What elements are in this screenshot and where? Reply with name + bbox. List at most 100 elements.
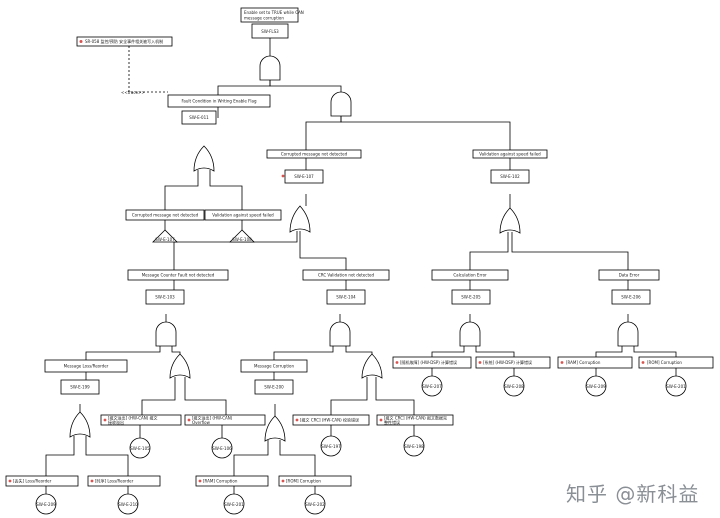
l3-left-b-box[interactable] [204, 209, 282, 221]
fault-condition-id-box [181, 110, 217, 125]
fault-condition-box[interactable] [167, 94, 271, 108]
right-validation-id-box [490, 169, 530, 184]
msg-loss-id-box [60, 379, 100, 395]
top-event-id-box [251, 23, 289, 39]
calc-basic-2-id: SW-E-208 [504, 384, 524, 389]
calc-basic-2-label: [系统] (HW-DSP) 计算错误 [483, 359, 532, 365]
or-gate-icon[interactable] [169, 353, 191, 379]
loss-basic-2-label: [时序] Loss/Reorder [95, 478, 134, 484]
l3-left-a-box[interactable] [125, 209, 205, 221]
msg-corruption-label: Message Corruption [254, 364, 294, 369]
calc-basic-1-box[interactable] [392, 356, 472, 369]
msg-corruption-id-box [254, 379, 294, 395]
overflow-2-label: [报文溢出] (HW-CAN) [192, 415, 233, 421]
or-gate-icon[interactable] [69, 411, 91, 438]
basic-event-circle[interactable] [320, 435, 342, 457]
top-event-box[interactable] [240, 7, 299, 23]
loss-basic-2-box[interactable] [87, 475, 161, 487]
data-basic-1-id: SW-E-209 [586, 384, 606, 389]
basic-event-circle[interactable] [35, 493, 57, 515]
right-validation-box[interactable] [472, 149, 548, 159]
l3-left-b-id: SW-E-108 [232, 237, 252, 242]
overflow-2-box[interactable] [184, 414, 266, 426]
crc-basic-1-id: SW-E-197 [321, 444, 341, 449]
mc-fault-label: Message Counter Fault not detected [142, 273, 215, 278]
l3-left-a-id: SW-E-107 [155, 237, 175, 242]
crc-basic-2-box[interactable] [376, 414, 454, 426]
msg-loss-id: SW-E-199 [70, 385, 90, 390]
and-gate-icon[interactable] [459, 321, 481, 347]
marker-dot-icon [8, 479, 12, 483]
crc-basic-1-box[interactable] [292, 414, 370, 426]
and-gate-icon[interactable] [329, 321, 351, 347]
basic-event-circle[interactable] [129, 437, 151, 459]
basic-event-circle[interactable] [403, 435, 425, 457]
basic-event-circle[interactable] [665, 375, 687, 397]
msg-loss-box[interactable] [44, 359, 128, 373]
crc-validation-id-box [326, 289, 366, 305]
marker-dot-icon [379, 418, 383, 422]
or-gate-icon[interactable] [193, 145, 215, 172]
mc-basic-2-id: SW-E-202 [305, 502, 325, 507]
overflow-1-box[interactable] [100, 414, 182, 426]
connector-lines [45, 38, 677, 494]
crc-validation-box[interactable] [302, 269, 390, 281]
basic-event-circle[interactable] [585, 375, 607, 397]
marker-dot-icon [395, 361, 399, 364]
basic-event-circle[interactable] [421, 375, 443, 397]
and-gate-icon[interactable] [617, 321, 639, 347]
overflow-1-id: SW-E-105 [130, 446, 150, 451]
overflow-2-label2: Overflow [192, 420, 211, 425]
calc-error-label: Calculation Error [453, 273, 487, 278]
crc-basic-2-id: SW-E-198 [404, 444, 424, 449]
marker-dot-icon [478, 361, 482, 364]
marker-dot-icon [560, 361, 564, 364]
loss-basic-1-id: SW-E-209 [36, 502, 56, 507]
top-event-id: SW-FLS3 [261, 29, 279, 34]
mc-basic-2-box[interactable] [278, 475, 352, 487]
msg-corruption-box[interactable] [240, 359, 308, 373]
msg-corruption-id: SW-E-200 [264, 385, 284, 390]
and-gate-icon[interactable] [259, 55, 281, 81]
msg-loss-label: Message Loss/Reorder [64, 364, 109, 369]
mid-corrupted-box[interactable] [266, 149, 362, 159]
data-error-label: Data Error [619, 273, 640, 278]
data-basic-2-box[interactable] [638, 356, 714, 369]
marker-dot-icon [187, 418, 191, 422]
overflow-2-id: SW-E-106 [212, 446, 232, 451]
basic-event-circle[interactable] [211, 437, 233, 459]
mc-basic-2-label: [ROM] Corruption [286, 479, 321, 484]
crc-basic-2-label: [报文 CRC] (HW-CAN) 报文数据完 [384, 415, 447, 421]
overflow-1-label2: 接收溢出 [108, 419, 124, 425]
marker-dot-icon [103, 418, 107, 422]
or-gate-icon[interactable] [499, 207, 521, 234]
or-gate-icon[interactable] [289, 205, 311, 233]
data-basic-2-id: SW-E-201 [666, 384, 686, 389]
labels: Enable set to TRUE while CAN message cor… [13, 10, 686, 507]
annotation-box[interactable] [76, 36, 173, 47]
data-basic-1-box[interactable] [557, 356, 633, 369]
basic-event-circle[interactable] [223, 493, 245, 515]
crc-validation-id: SW-E-104 [336, 295, 356, 300]
or-gate-icon[interactable] [361, 353, 383, 379]
crc-basic-2-label2: 整性错误 [384, 419, 400, 425]
transfer-triangle-icon[interactable] [229, 229, 255, 243]
and-gate-icon[interactable] [330, 91, 352, 117]
transfer-triangle-icon[interactable] [152, 229, 178, 243]
calc-basic-2-box[interactable] [475, 356, 551, 369]
mid-corrupted-label: Corrupted message not detected [281, 152, 348, 157]
mc-basic-1-box[interactable] [195, 475, 269, 487]
and-gate-icon[interactable] [155, 321, 177, 347]
basic-event-circle[interactable] [304, 493, 326, 515]
top-event-line1: Enable set to TRUE while CAN [244, 10, 304, 15]
basic-event-circle[interactable] [503, 375, 525, 397]
basic-event-circle[interactable] [117, 493, 139, 515]
or-gate-icon[interactable] [264, 415, 286, 442]
right-validation-label: Validation against speed failed [479, 152, 541, 157]
data-error-box[interactable] [598, 269, 660, 281]
mc-fault-box[interactable] [127, 269, 229, 281]
calc-error-box[interactable] [431, 269, 509, 281]
fault-condition-label: Fault Condition in Writing Enable Flag [181, 99, 256, 104]
marker-dot-icon [198, 479, 202, 483]
loss-basic-1-box[interactable] [5, 475, 79, 487]
